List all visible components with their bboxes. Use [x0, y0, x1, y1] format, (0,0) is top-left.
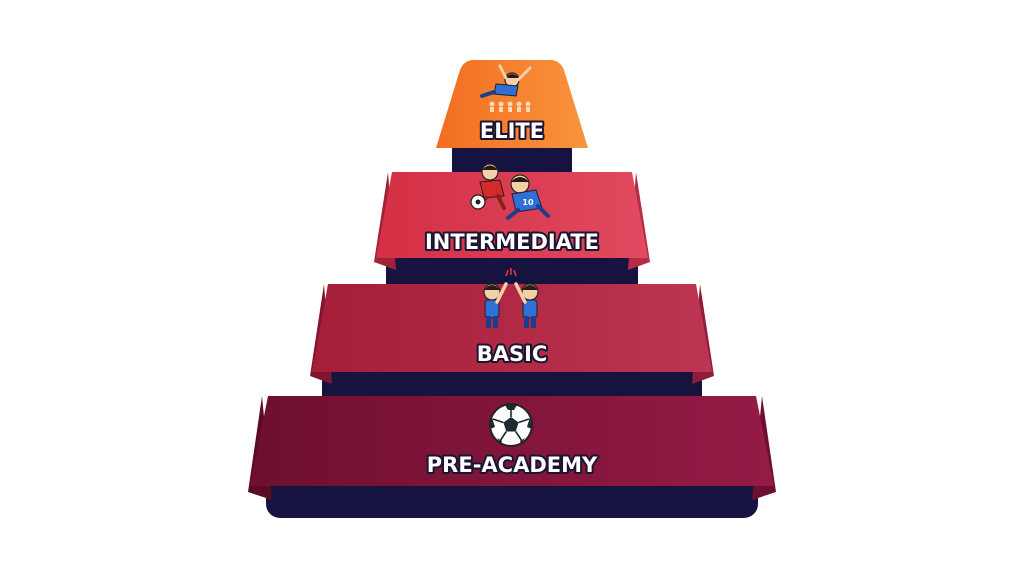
crowd-figures-icon: [489, 101, 531, 112]
tier-pre-academy-label: PRE-ACADEMY: [427, 453, 598, 477]
tier-intermediate: 10 INTERMEDIATE: [374, 163, 650, 270]
step-band-1: [452, 146, 572, 176]
tier-pre-academy: PRE-ACADEMY: [248, 396, 776, 500]
high-five-players-icon: [483, 268, 539, 328]
tier-basic: BASIC: [310, 268, 714, 384]
tier-elite: ELITE: [436, 60, 588, 148]
tier-basic-label: BASIC: [477, 342, 548, 366]
soccer-ball-icon: [489, 403, 533, 447]
svg-text:10: 10: [522, 198, 534, 207]
tackling-players-icon: 10: [470, 163, 550, 220]
tier-elite-label: ELITE: [480, 119, 544, 143]
diving-player-icon: [480, 64, 532, 112]
tier-basic-face: [312, 284, 712, 372]
step-band-2: [386, 258, 638, 288]
step-band-3: [322, 370, 702, 400]
base-slab: [266, 478, 758, 518]
tier-intermediate-label: INTERMEDIATE: [425, 230, 599, 254]
pyramid-base: [266, 146, 758, 518]
